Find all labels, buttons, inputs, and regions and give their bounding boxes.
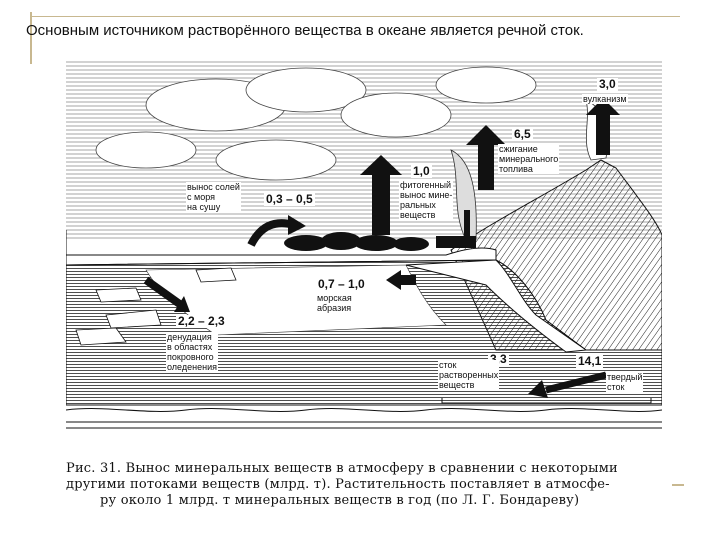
fuel-arrow — [466, 125, 506, 190]
figure-caption: Рис. 31. Вынос минеральных веществ в атм… — [66, 461, 666, 509]
volcano-label: вулканизм — [582, 94, 628, 104]
denudation-label: денудация в областях покровного оледенен… — [166, 332, 218, 372]
runoff-label: сток растворенных веществ — [438, 360, 500, 390]
abrasion-value: 0,7 – 1,0 — [316, 277, 367, 291]
caption-line-3: ру около 1 млрд. т минеральных веществ в… — [100, 493, 580, 508]
phyto-label: фитогенный вынос мине- ральных веществ — [399, 180, 454, 220]
coast — [66, 230, 497, 266]
denudation-arrowhead — [174, 296, 190, 312]
denudation-value: 2,2 – 2,3 — [176, 314, 227, 328]
runoff-arrow — [545, 371, 607, 394]
clouds — [95, 66, 537, 181]
abrasion-arrow — [386, 270, 416, 290]
caption-line-2: другими потоками веществ (млрд. т). Раст… — [66, 477, 610, 492]
factory-chimney — [464, 210, 470, 246]
abrasion-label: морская абразия — [316, 293, 353, 313]
slide-title: Основным источником растворённого вещест… — [26, 22, 584, 39]
volcano-value: 3,0 — [597, 77, 618, 91]
forest — [284, 232, 476, 251]
flow-arrows — [360, 98, 620, 290]
solid-label: твердый сток — [606, 372, 644, 392]
salts-label: вынос солей с моря на сушу — [186, 182, 241, 212]
fuel-value: 6,5 — [512, 127, 533, 141]
salts-value: 0,3 – 0,5 — [264, 192, 315, 206]
fuel-label: сжигание минерального топлива — [498, 144, 560, 174]
caption-line-1: Рис. 31. Вынос минеральных веществ в атм… — [66, 461, 618, 476]
diagram-figure: 3,0 вулканизм 6,5 сжигание минерального … — [66, 60, 662, 445]
runoff-arrowhead — [528, 380, 548, 398]
sea-floor-lines — [66, 408, 662, 429]
volcanism-arrow — [586, 98, 620, 155]
slide-frame-top — [30, 16, 680, 17]
slide-frame-left — [30, 12, 32, 64]
diagram-illustration — [66, 60, 662, 429]
denudation-arrow — [143, 276, 184, 309]
salts-arrowhead — [288, 215, 306, 235]
phyto-arrow — [360, 155, 402, 235]
runoff-bracket — [441, 398, 652, 404]
slide-corner-mark — [672, 484, 684, 486]
phyto-value: 1,0 — [411, 164, 432, 178]
coastal-shelf — [405, 259, 588, 353]
ice-floes — [75, 267, 237, 346]
solid-value: 14,1 — [576, 354, 604, 368]
